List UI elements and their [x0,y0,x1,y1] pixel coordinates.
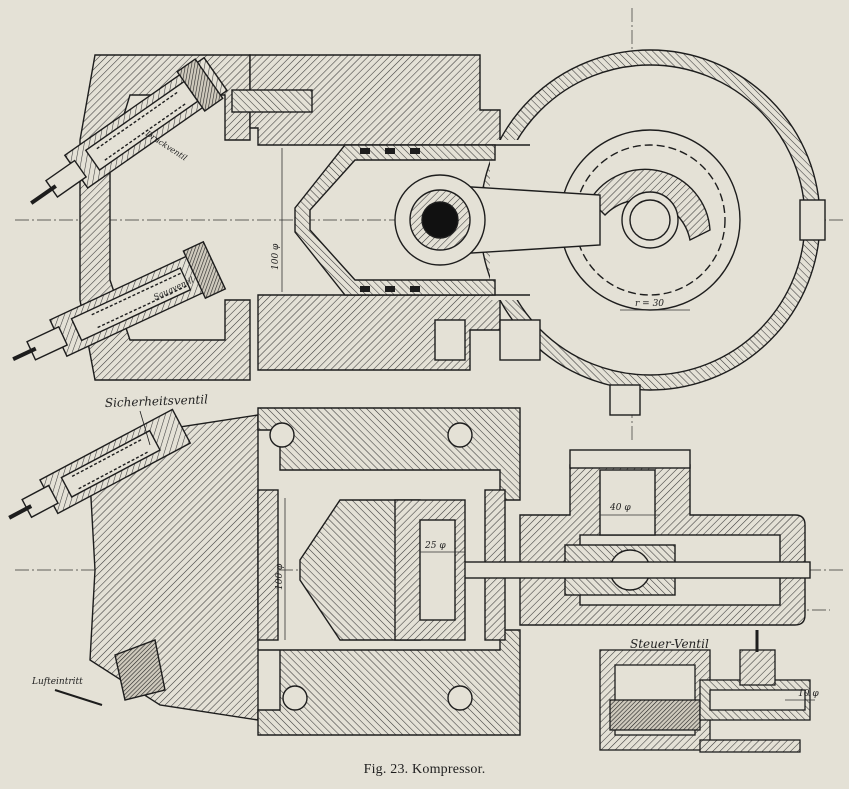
piston-top [294,144,496,296]
dim-guide: 40 φ [609,503,631,513]
dim-bore-bottom: 100 φ [275,563,285,590]
bottom-section [8,407,811,736]
dimension-lines [281,148,815,701]
suction-valve [12,240,227,361]
top-section [12,49,826,416]
intake-arrow [54,689,103,706]
safety-valve [8,408,192,520]
figure-caption: Fig. 23. Kompressor. [363,762,486,777]
case-bolt-nut [434,319,466,361]
control-valve-label: Steuer-Ventil [630,637,709,651]
piston-rod [409,561,811,579]
intake-label: Lufteintritt [31,677,83,687]
case-drain-boss [609,384,641,416]
cylinder-head-top [79,54,251,381]
cylinder-frame [257,407,521,501]
intake-nozzle [114,639,166,701]
dim-ctrl: 10 φ [798,689,819,699]
pressure-valve [30,56,228,205]
safety-valve-label: Sicherheitsventil [105,392,209,410]
head-bolt-top [231,89,313,113]
dim-rod: 25 φ [424,541,446,551]
dim-bore-top: 100 φ [271,243,281,270]
wrist-pin [421,201,459,239]
dim-crank: r = 30 [635,299,664,309]
